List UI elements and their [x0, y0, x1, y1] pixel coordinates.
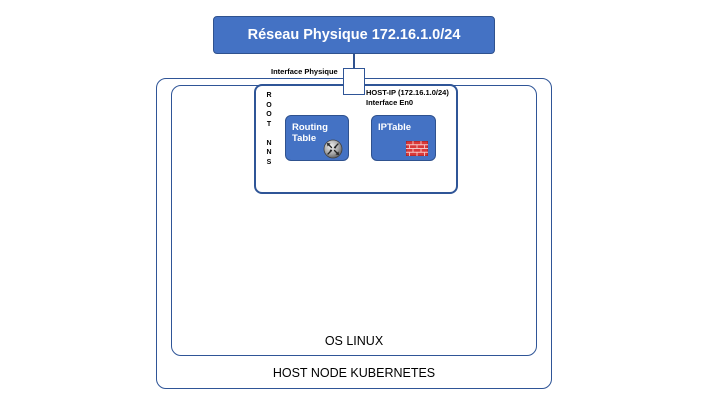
router-icon — [323, 139, 343, 159]
routing-table-label-line2: Table — [292, 133, 317, 144]
uplink-connector-line — [353, 54, 355, 70]
root-nns-letter: T — [266, 120, 272, 128]
root-nns-letter: O — [266, 101, 272, 109]
root-nns-letter — [262, 129, 276, 139]
root-nns-letter: R — [266, 92, 272, 99]
iptable-box: IPTable — [371, 115, 436, 161]
host-node-label: HOST NODE KUBERNETES — [272, 366, 436, 380]
physical-network-box: Réseau Physique 172.16.1.0/24 — [213, 16, 495, 54]
root-nns-letter: N — [266, 139, 272, 147]
routing-table-box: Routing Table — [285, 115, 349, 161]
root-nns-letter: O — [266, 111, 272, 118]
physical-interface-label: Interface Physique — [271, 67, 338, 76]
host-ip-label-group: HOST-IP (172.16.1.0/24) Interface En0 — [366, 88, 449, 108]
routing-table-label-line1: Routing — [292, 122, 328, 133]
root-nns-letter: S — [266, 158, 272, 166]
root-nns-label: R O O T N N S — [262, 91, 276, 167]
physical-network-label: Réseau Physique 172.16.1.0/24 — [247, 27, 461, 43]
host-ip-label: HOST-IP (172.16.1.0/24) — [366, 88, 449, 97]
root-nns-letter: N — [266, 149, 272, 156]
firewall-icon — [406, 141, 428, 156]
routing-table-label: Routing Table — [292, 122, 328, 144]
physical-interface-port — [343, 68, 365, 95]
os-linux-label: OS LINUX — [324, 334, 384, 348]
iptable-label: IPTable — [378, 122, 412, 133]
interface-en0-label: Interface En0 — [366, 98, 414, 107]
